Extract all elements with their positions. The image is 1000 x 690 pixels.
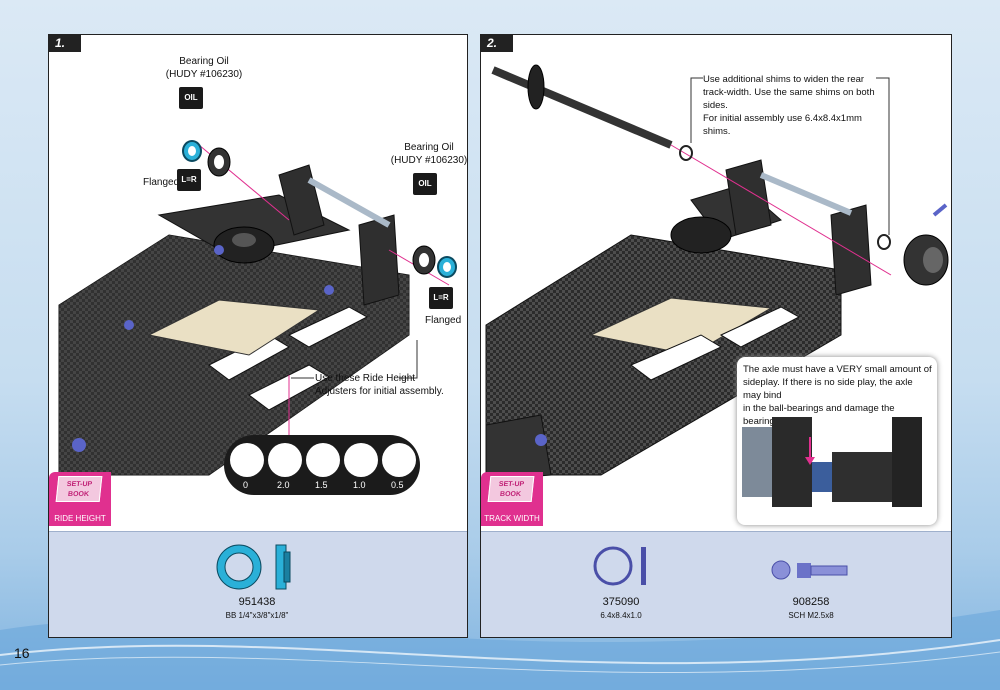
shim-note-line1: Use additional shims to widen the rear [703,74,865,85]
chassis-axle-illustration [485,64,949,481]
step-number: 1. [49,35,81,52]
axle-note-line3: in the ball-bearings and damage the bear… [743,403,895,427]
step-number: 2. [481,35,513,52]
part-description: 6.4x8.4x1.0 [600,611,642,620]
axle-note-line2: sideplay. If there is no side play, the … [743,377,913,401]
shim-note-line2: track-width. Use the same shims on both … [703,87,875,111]
oil-icon: OIL [413,173,437,195]
left-equals-right-icon: L=R [177,169,201,191]
part-description: SCH M2.5x8 [788,611,834,620]
bearing-oil-label-right: Bearing Oil [404,142,454,153]
left-equals-right-icon: L=R [429,287,453,309]
ball-bearing-icon [216,544,291,590]
screw-icon [771,560,848,580]
shim-note-line3: For initial assembly use 6.4x8.4x1mm shi… [703,113,862,137]
step-2-panel: 2. Use additional sh [480,34,952,638]
oil-icon: OIL [179,87,203,109]
track-width-badge-label: TRACK WIDTH [484,514,540,523]
page-number: 16 [14,645,30,661]
adjuster-value: 0 [243,480,249,490]
ride-height-badge-label: RIDE HEIGHT [54,514,106,523]
adjuster-value: 1.5 [315,480,328,490]
adjuster-value: 0.5 [391,480,404,490]
part-number: 908258 [792,596,830,608]
part-number: 375090 [602,596,640,608]
ride-height-note-line2: Adjusters for initial assembly. [315,386,444,397]
adjuster-value: 1.0 [353,480,366,490]
bearing-oil-label-top: Bearing Oil [179,56,229,67]
parts-bar: 375090 6.4x8.4x1.0 908258 SCH M2.5x8 [481,531,951,637]
shim-icon [593,546,646,586]
axle-sideplay-callout: The axle must have a VERY small amount o… [737,357,937,525]
chassis-illustration [58,140,457,476]
ride-height-note-line1: Use these Ride Height [315,373,416,384]
flanged-label-right: Flanged [425,315,462,326]
flanged-label-left: Flanged [143,177,180,188]
hudy-part-label-top: (HUDY #106230) [165,69,243,80]
part-description: BB 1/4"x3/8"x1/8" [225,611,289,620]
hudy-part-label-right: (HUDY #106230) [390,155,468,166]
adjuster-value: 2.0 [277,480,290,490]
part-number: 951438 [238,596,276,608]
parts-bar: 951438 BB 1/4"x3/8"x1/8" [49,531,467,637]
axle-note-line1: The axle must have a VERY small amount o… [743,364,932,375]
ride-height-adjuster-strip: 0 2.0 1.5 1.0 0.5 [224,435,420,495]
axle-detail-illustration [742,417,922,507]
step-1-panel: 1. [48,34,468,638]
